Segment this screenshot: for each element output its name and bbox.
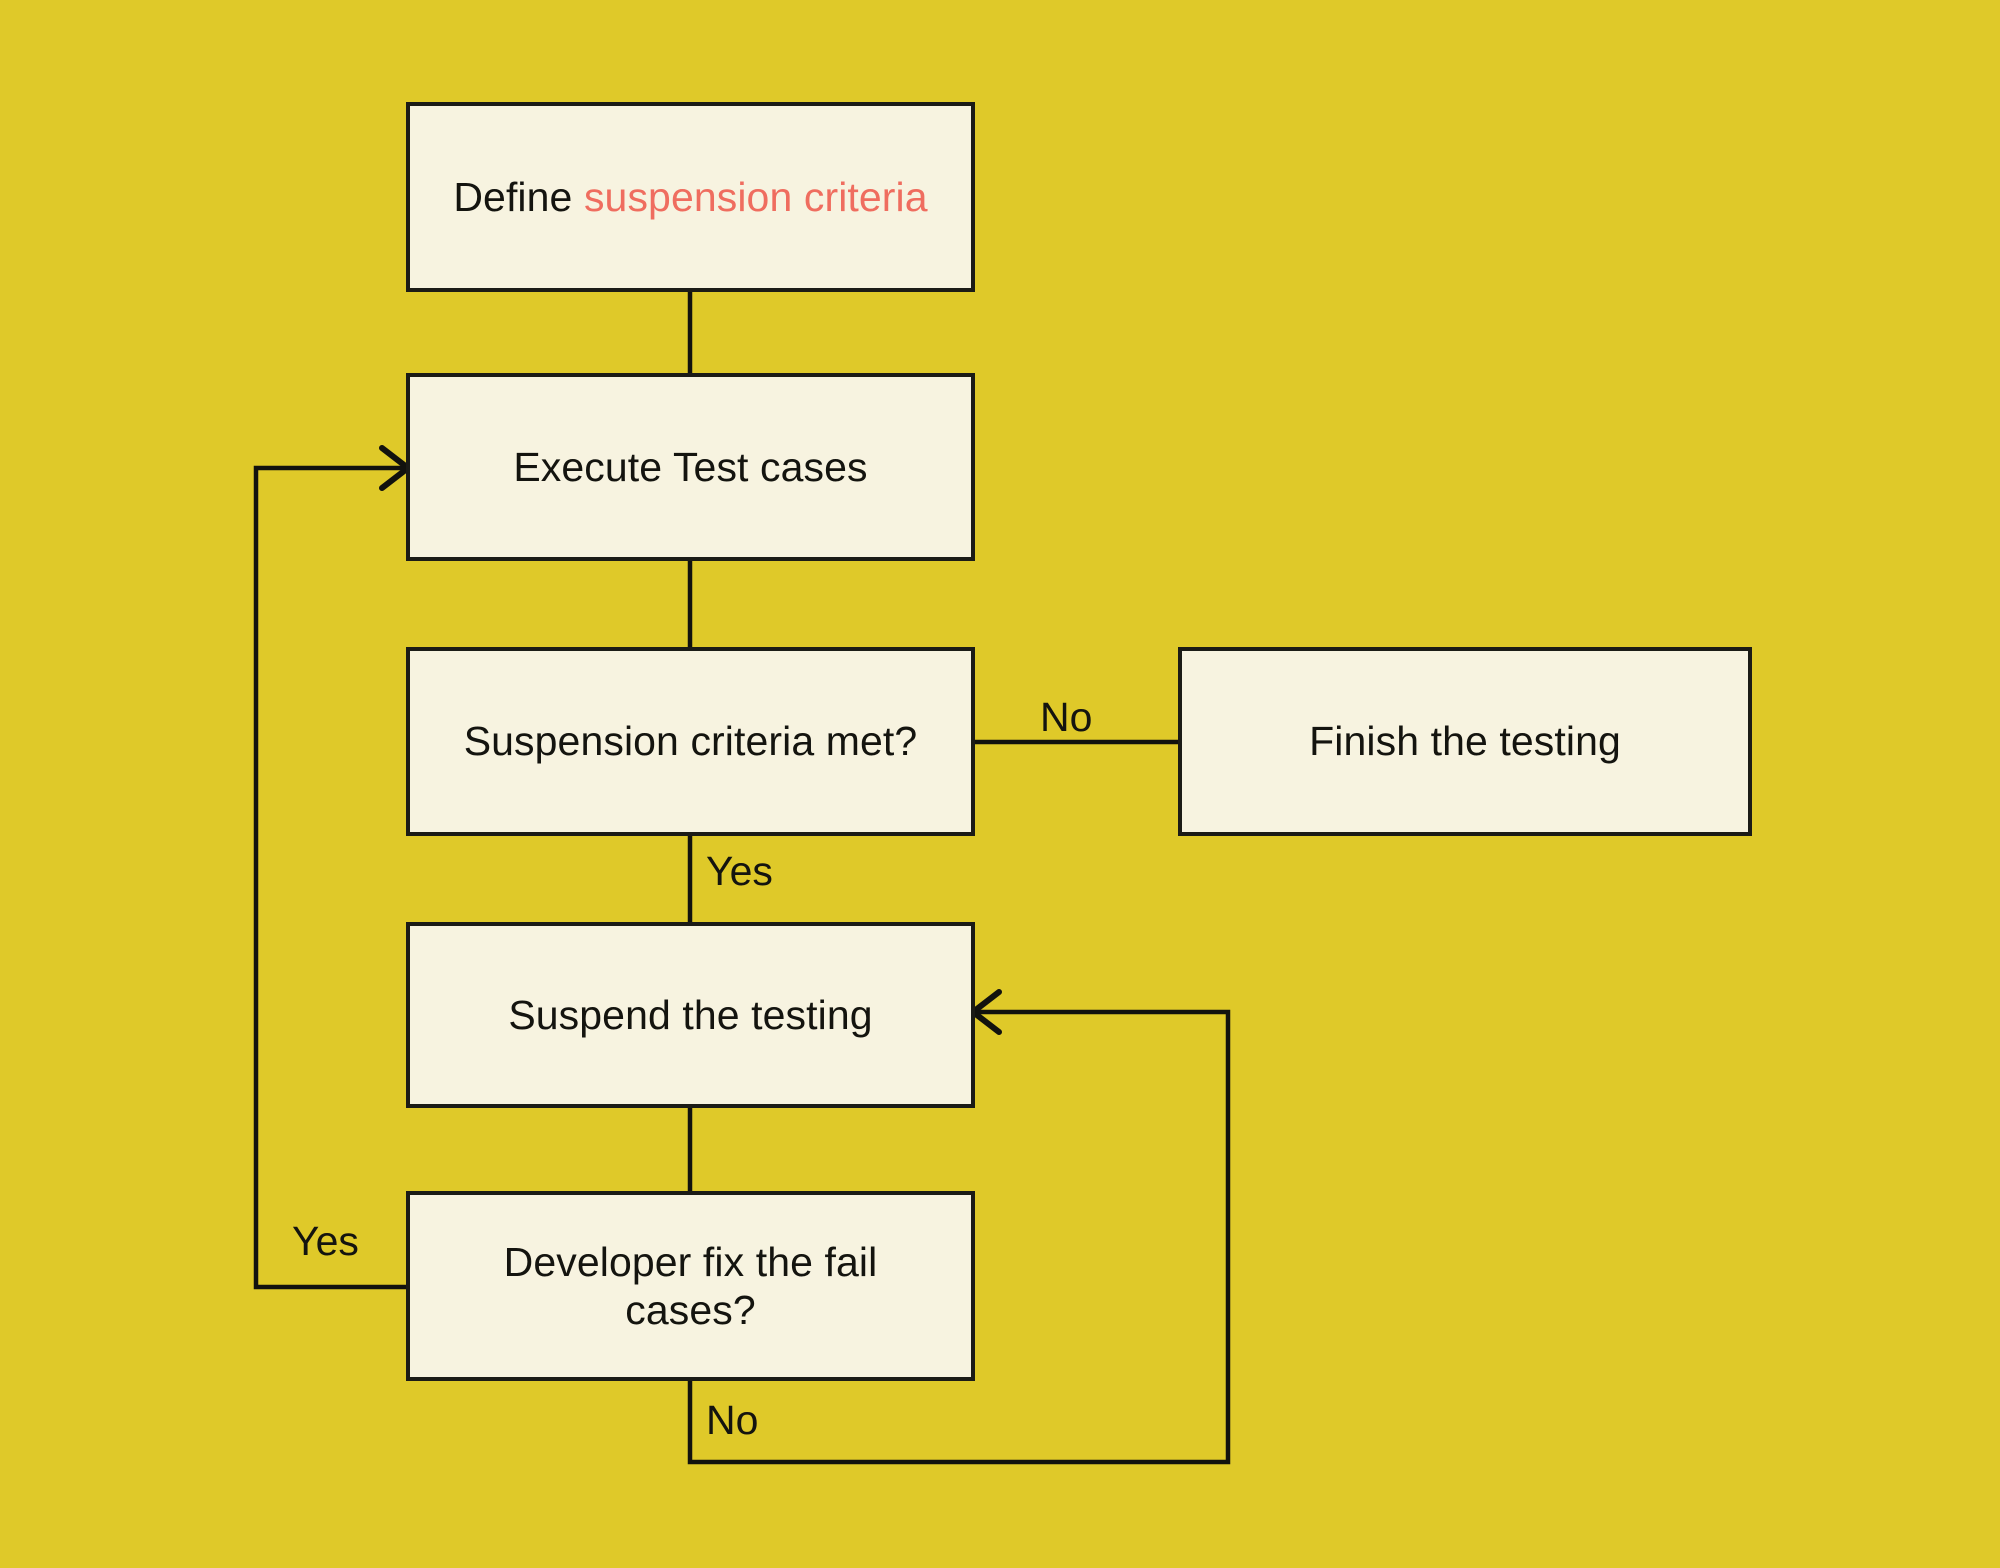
edge-layer	[253, 290, 1231, 1465]
developer-fix-fail-cases-decision[interactable]	[406, 1191, 975, 1381]
edge-label-no-bottom: No	[706, 1397, 759, 1443]
suspension-criteria-met-decision[interactable]	[406, 647, 975, 836]
execute-test-cases-node[interactable]	[406, 373, 975, 561]
edge-label-no-top: No	[1040, 694, 1093, 740]
suspend-the-testing-node[interactable]	[406, 922, 975, 1108]
node-layer	[406, 102, 1752, 1381]
edge-developer-fix-no-to-suspend	[687, 1009, 1231, 1465]
define-suspension-criteria-node[interactable]	[406, 102, 975, 292]
edge-developer-fix-yes-to-execute	[253, 465, 408, 1290]
edge-label-yes-middle: Yes	[706, 848, 773, 894]
edge-label-yes-left: Yes	[292, 1218, 359, 1264]
finish-the-testing-node[interactable]	[1178, 647, 1752, 836]
